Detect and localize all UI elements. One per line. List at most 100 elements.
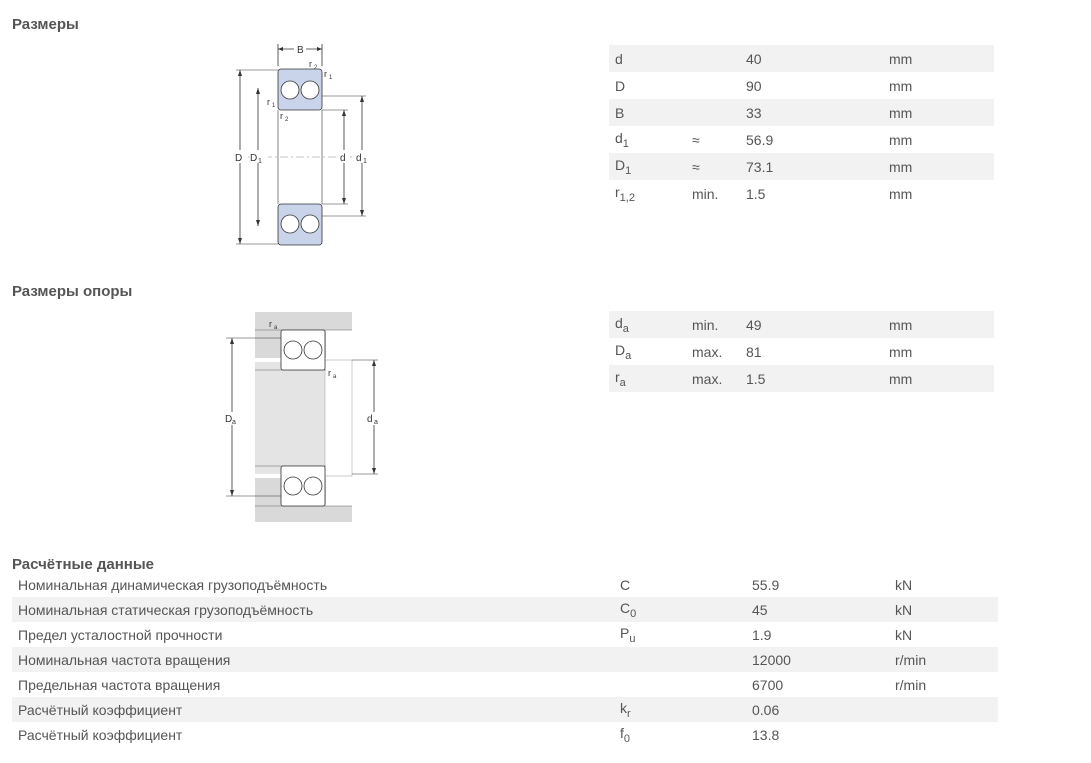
row-value: 81 xyxy=(746,343,762,360)
label-r2-left: r xyxy=(280,111,283,121)
symbol: d xyxy=(615,314,623,331)
row-unit xyxy=(889,722,998,747)
row-symbol: D1 xyxy=(609,153,686,180)
table-row: d1 ≈56.9 mm xyxy=(609,126,994,153)
row-symbol: ra xyxy=(609,365,686,392)
symbol: d xyxy=(615,50,623,67)
row-symbol: C xyxy=(614,572,746,597)
table-row: Номинальная статическая грузоподъёмность… xyxy=(12,597,998,622)
svg-text:1: 1 xyxy=(363,158,367,165)
symbol: D xyxy=(615,156,626,173)
label-D: D xyxy=(235,153,242,164)
row-symbol: d1 xyxy=(609,126,686,153)
section-title-dimensions: Размеры xyxy=(12,16,79,33)
svg-text:1: 1 xyxy=(272,103,276,109)
abutment-diagram: r a r a D a d a xyxy=(224,312,381,522)
row-value: 90 xyxy=(746,77,762,94)
symbol-subscript: a xyxy=(619,376,626,389)
row-unit: mm xyxy=(889,131,913,148)
row-unit xyxy=(889,697,998,722)
svg-text:2: 2 xyxy=(314,65,318,71)
symbol: B xyxy=(615,104,625,121)
label-ra-right: r xyxy=(328,368,331,378)
row-value: 56.9 xyxy=(746,131,774,148)
symbol-subscript: 0 xyxy=(623,732,631,745)
row-unit: kN xyxy=(889,597,998,622)
row-value: 6700 xyxy=(752,676,784,693)
row-unit: mm xyxy=(889,185,913,202)
row-qualifier xyxy=(686,99,740,126)
row-unit: mm xyxy=(889,343,913,360)
symbol: k xyxy=(620,699,627,716)
row-qualifier: ≈ xyxy=(692,131,700,148)
row-symbol: r1,2 xyxy=(609,180,686,207)
row-value: 33 xyxy=(740,99,883,126)
row-unit: mm xyxy=(883,365,994,392)
symbol-subscript: a xyxy=(625,349,632,362)
label-ra-top: r xyxy=(269,319,272,329)
row-value: 1.5 xyxy=(746,185,766,202)
row-symbol: d xyxy=(609,45,686,72)
row-label: Предел усталостной прочности xyxy=(18,626,223,643)
symbol: r xyxy=(615,183,620,200)
symbol: D xyxy=(615,77,626,94)
row-unit: mm xyxy=(883,153,994,180)
symbol-subscript: a xyxy=(622,322,629,335)
row-label: Расчётный коэффициент xyxy=(18,726,183,743)
symbol-subscript: 1 xyxy=(625,164,632,177)
row-symbol: B xyxy=(609,99,686,126)
svg-text:a: a xyxy=(232,419,236,426)
row-unit: r/min xyxy=(889,647,998,672)
svg-text:1: 1 xyxy=(258,158,262,165)
row-label: Расчётный коэффициент xyxy=(12,697,614,722)
row-value: 1.5 xyxy=(740,365,883,392)
row-value: 45 xyxy=(746,597,889,622)
row-qualifier: min. xyxy=(692,185,719,202)
row-unit: mm xyxy=(883,45,994,72)
row-value: 1.9 xyxy=(752,626,772,643)
row-unit: mm xyxy=(889,77,913,94)
row-value: 0.06 xyxy=(746,697,889,722)
label-r1-top: r xyxy=(324,69,327,79)
row-symbol: Da xyxy=(609,338,686,365)
row-value: 49 xyxy=(740,311,883,338)
row-qualifier xyxy=(686,72,740,99)
table-row: D 90 mm xyxy=(609,72,994,99)
label-B: B xyxy=(297,45,304,56)
row-unit: kN xyxy=(895,626,913,643)
row-symbol xyxy=(614,672,746,697)
row-label: Предельная частота вращения xyxy=(18,676,221,693)
row-unit: mm xyxy=(883,99,994,126)
symbol: D xyxy=(615,341,626,358)
symbol: f xyxy=(620,724,624,741)
row-symbol xyxy=(614,647,746,672)
row-label: Номинальная статическая грузоподъёмность xyxy=(12,597,614,622)
section-title-abutment: Размеры опоры xyxy=(12,283,133,300)
section-title-calculation: Расчётные данные xyxy=(12,556,155,573)
label-r2-top: r xyxy=(309,59,312,69)
label-r1-left: r xyxy=(267,97,270,107)
row-qualifier xyxy=(686,45,740,72)
row-symbol: f0 xyxy=(614,722,746,747)
row-symbol: kr xyxy=(614,697,746,722)
label-D1: D xyxy=(250,153,257,164)
symbol-subscript: 1,2 xyxy=(619,191,635,204)
bearing-dimensions-diagram: B r 2 r 1 r 1 r 2 D D 1 d d 1 xyxy=(234,43,371,246)
row-symbol: C0 xyxy=(614,597,746,622)
symbol: d xyxy=(615,129,623,146)
symbol-subscript: 0 xyxy=(630,607,637,620)
row-value: 55.9 xyxy=(752,576,780,593)
row-value: 12000 xyxy=(746,647,889,672)
row-qualifier: max. xyxy=(692,343,723,360)
row-symbol: D xyxy=(609,72,686,99)
row-value: 73.1 xyxy=(740,153,883,180)
